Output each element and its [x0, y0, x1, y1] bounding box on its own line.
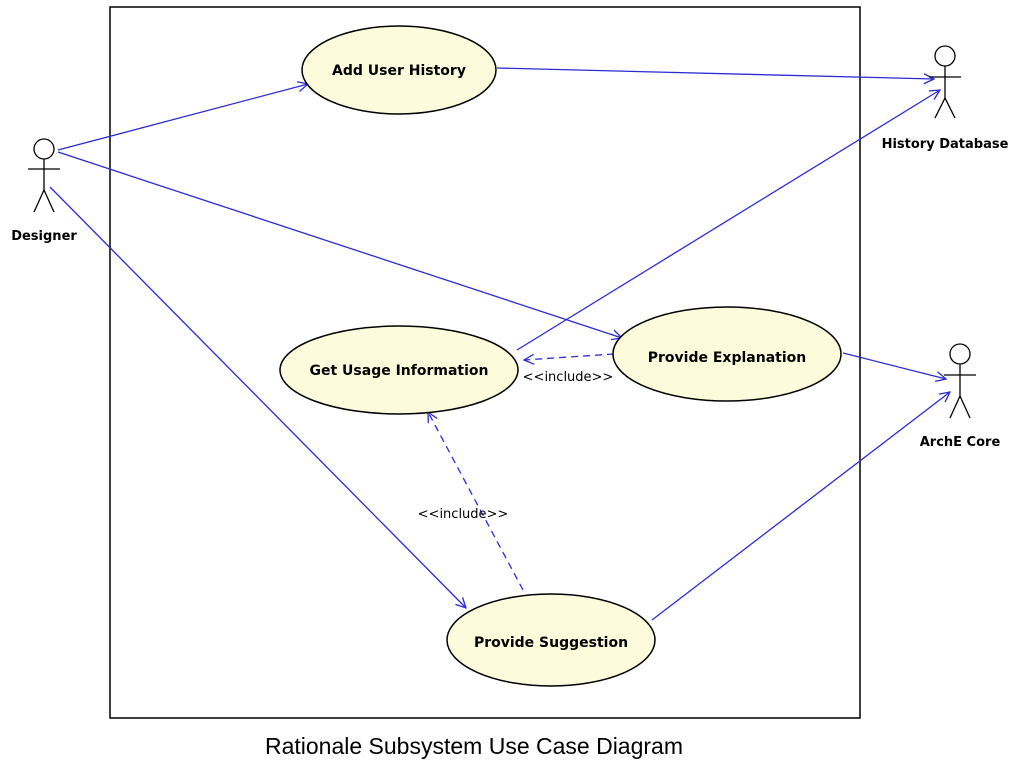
actor-arche-core	[944, 343, 976, 419]
use-case-provide-suggestion: Provide Suggestion	[446, 593, 656, 687]
use-case-get-usage-information: Get Usage Information	[279, 325, 519, 415]
actor-label: History Database	[882, 137, 1009, 152]
actor-history-database	[929, 45, 961, 119]
stick-figure-icon	[944, 343, 976, 419]
include-label: <<include>>	[418, 507, 509, 522]
use-case-label: Get Usage Information	[310, 363, 489, 379]
assoc-designer-add-user-history	[57, 84, 308, 151]
assoc-designer-provide-explanation	[57, 151, 622, 338]
assoc-provide-explanation-arche-core	[842, 352, 946, 379]
actor-label: Designer	[11, 229, 77, 244]
use-case-add-user-history: Add User History	[301, 25, 497, 115]
system-boundary	[109, 6, 861, 719]
assoc-designer-provide-suggestion	[49, 186, 466, 608]
actor-label: ArchE Core	[920, 435, 1001, 450]
assoc-add-user-history-history-db	[496, 67, 934, 79]
diagram-caption: Rationale Subsystem Use Case Diagram	[264, 733, 683, 759]
stick-figure-icon	[929, 45, 961, 119]
use-case-label: Provide Explanation	[648, 350, 806, 366]
use-case-provide-explanation: Provide Explanation	[612, 306, 842, 402]
include-label: <<include>>	[523, 370, 614, 385]
use-case-label: Add User History	[332, 63, 466, 79]
assoc-provide-suggestion-arche-core	[651, 392, 950, 621]
assoc-get-usage-history-db	[516, 90, 940, 351]
stick-figure-icon	[28, 138, 60, 213]
include-suggestion-to-usage	[428, 412, 524, 591]
actor-designer	[28, 138, 60, 213]
include-explanation-to-usage	[524, 353, 615, 360]
use-case-label: Provide Suggestion	[474, 635, 628, 651]
